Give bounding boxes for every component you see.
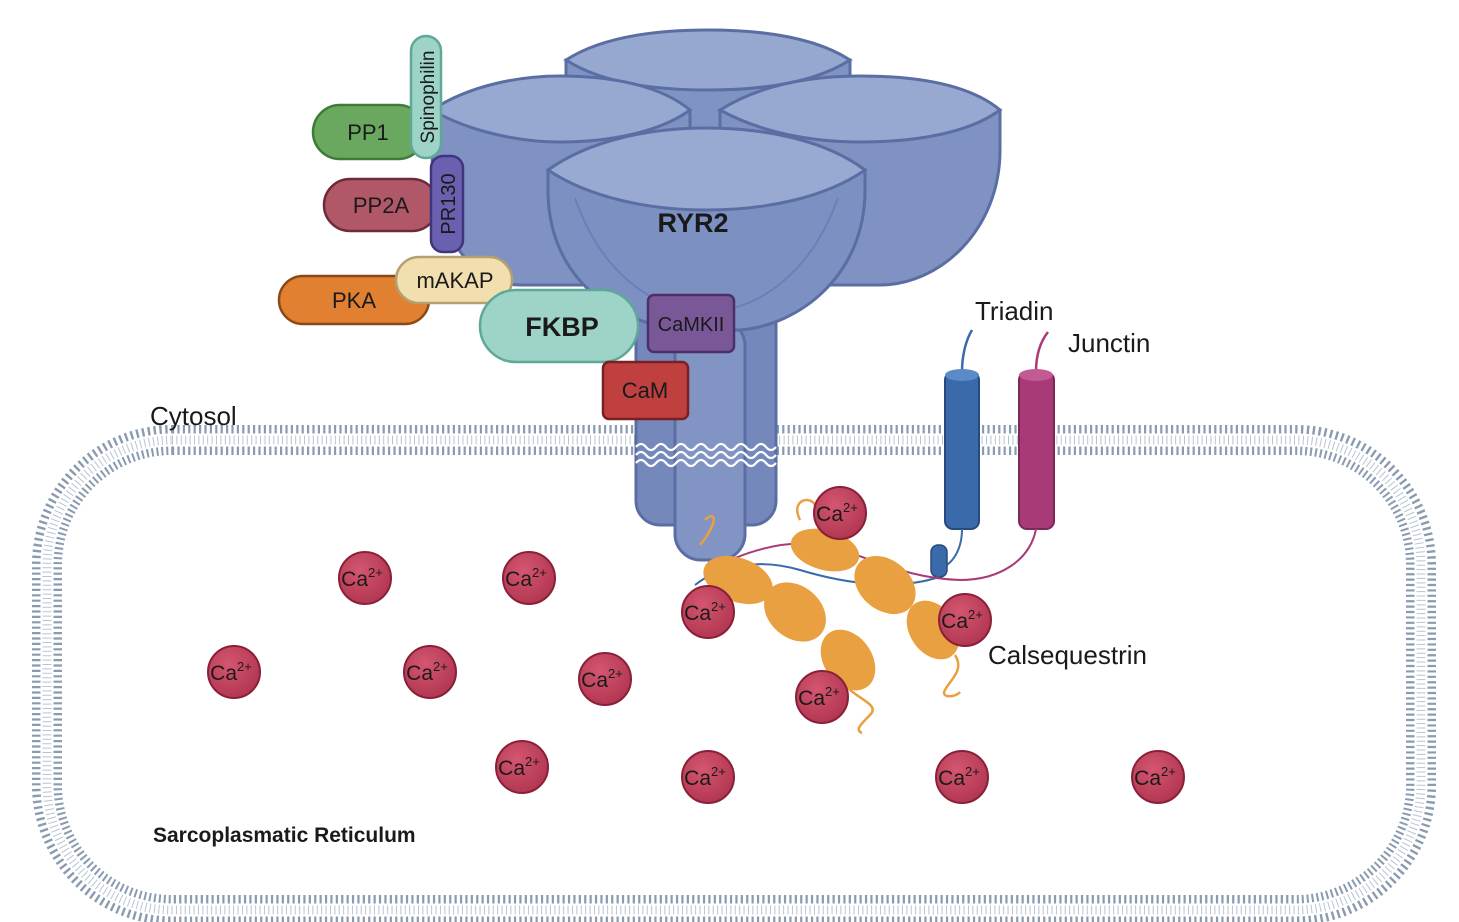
junctin-label: Junctin <box>1068 328 1150 358</box>
calcium-ion: Ca2+ <box>502 551 556 605</box>
calcium-label: Ca2+ <box>498 754 540 780</box>
calcium-label: Ca2+ <box>938 764 980 790</box>
calcium-ion: Ca2+ <box>403 645 457 699</box>
pp2a-label: PP2A <box>353 193 410 218</box>
sr-label: Sarcoplasmatic Reticulum <box>153 824 416 847</box>
makap-label: mAKAP <box>416 268 493 293</box>
calcium-label: Ca2+ <box>210 659 252 685</box>
calcium-ion: Ca2+ <box>495 740 549 794</box>
calsequestrin-chain: Calsequestrin <box>699 498 1147 735</box>
calcium-ion: Ca2+ <box>935 750 989 804</box>
pp1-protein: PP1 <box>311 103 427 161</box>
spinophilin-label: Spinophilin <box>418 51 439 144</box>
calcium-ion: Ca2+ <box>207 645 261 699</box>
calcium-ion: Ca2+ <box>681 585 735 639</box>
regulatory-proteins: PP1 Spinophilin PP2A PR130 PKA mAKAP <box>277 34 736 421</box>
pka-protein: PKA <box>277 274 431 326</box>
pp1-label: PP1 <box>347 120 389 145</box>
fkbp-protein: FKBP <box>478 288 640 364</box>
cam-label: CaM <box>622 378 668 403</box>
calcium-label: Ca2+ <box>406 659 448 685</box>
cytosol-label: Cytosol <box>150 401 237 431</box>
calcium-label: Ca2+ <box>341 565 383 591</box>
ryr2-channel: RYR2 <box>429 28 1003 562</box>
triadin-label: Triadin <box>975 296 1054 326</box>
triadin-protein: Triadin <box>694 296 1054 586</box>
camkii-label: CaMKII <box>658 314 725 336</box>
calcium-ion: Ca2+ <box>795 670 849 724</box>
pr130-protein: PR130 <box>429 154 465 254</box>
calcium-ions: Ca2+ Ca2+ Ca2+ Ca2+ Ca2+ Ca2+ Ca2+ Ca2+ Ca2+ Ca2+… <box>207 486 1185 804</box>
calcium-label: Ca2+ <box>798 684 840 710</box>
pka-label: PKA <box>332 288 376 313</box>
fkbp-label: FKBP <box>525 312 599 342</box>
calcium-ion: Ca2+ <box>338 551 392 605</box>
calcium-ion: Ca2+ <box>813 486 867 540</box>
camkii-protein: CaMKII <box>646 293 736 354</box>
calcium-label: Ca2+ <box>581 666 623 692</box>
calcium-label: Ca2+ <box>941 607 983 633</box>
calsequestrin-label: Calsequestrin <box>988 640 1147 670</box>
junctin-protein: Junctin <box>734 328 1150 582</box>
pp2a-protein: PP2A <box>322 177 440 233</box>
calcium-ion: Ca2+ <box>681 750 735 804</box>
makap-protein: mAKAP <box>394 255 514 305</box>
calcium-label: Ca2+ <box>505 565 547 591</box>
calcium-label: Ca2+ <box>684 599 726 625</box>
calcium-label: Ca2+ <box>816 500 858 526</box>
calcium-ion: Ca2+ <box>1131 750 1185 804</box>
calcium-label: Ca2+ <box>1134 764 1176 790</box>
calcium-ion: Ca2+ <box>578 652 632 706</box>
cam-protein: CaM <box>601 360 690 421</box>
calcium-ion: Ca2+ <box>938 593 992 647</box>
spinophilin-protein: Spinophilin <box>409 34 443 160</box>
pr130-label: PR130 <box>438 173 460 234</box>
calcium-label: Ca2+ <box>684 764 726 790</box>
ryr2-label: RYR2 <box>657 208 728 238</box>
